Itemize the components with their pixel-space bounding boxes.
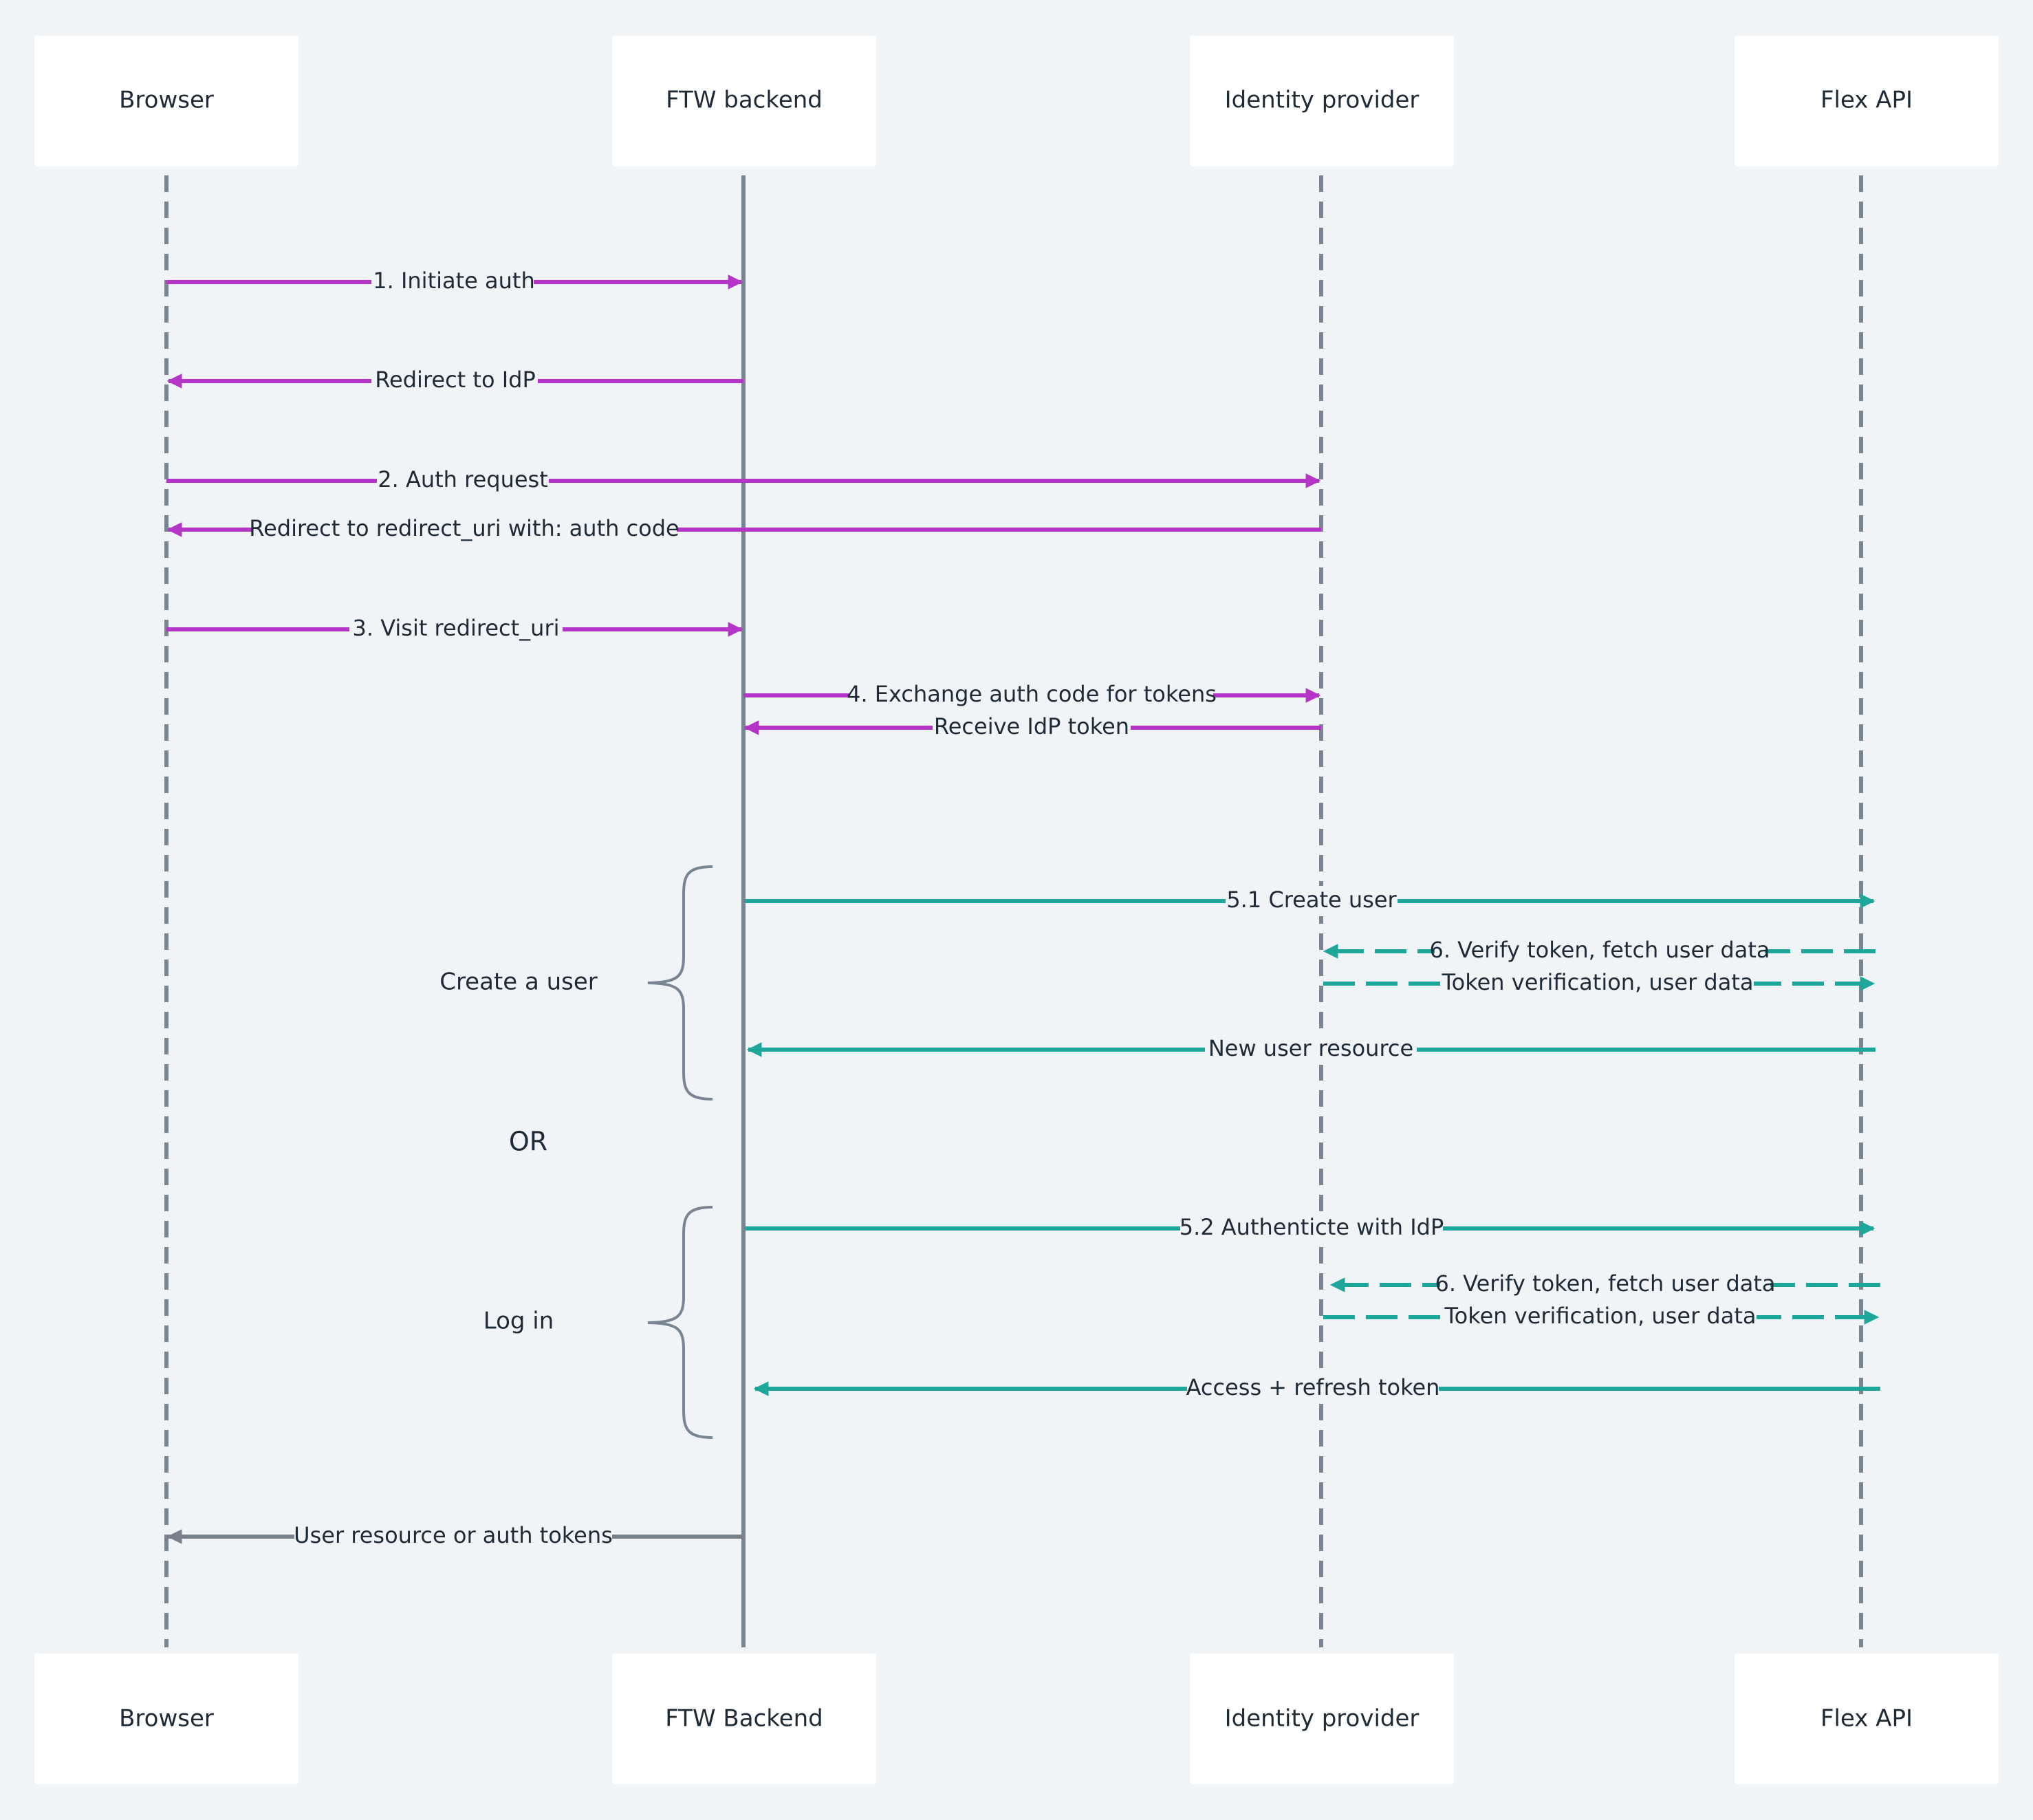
message-label: 5.1 Create user — [1226, 887, 1397, 913]
actor-label: Flex API — [1820, 1705, 1913, 1733]
message-token-verification-2: Token verification, user data — [1323, 1302, 1880, 1332]
actor-label: Browser — [119, 87, 214, 114]
actor-label: Flex API — [1820, 87, 1913, 114]
message-label: New user resource — [1208, 1035, 1413, 1061]
message-redirect-to-idp: Redirect to IdP — [166, 366, 743, 396]
actor-browser-top: Browser — [34, 36, 298, 166]
message-label: Token verification, user data — [1444, 1303, 1757, 1329]
message-label: 3. Visit redirect_uri — [352, 615, 559, 641]
actor-flex-api-top: Flex API — [1735, 36, 1999, 166]
actor-ftw-backend-bottom: FTW Backend — [612, 1654, 876, 1784]
actor-identity-provider-bottom: Identity provider — [1190, 1654, 1454, 1784]
message-verify-token-1: 6. Verify token, fetch user data — [1323, 936, 1876, 966]
actor-browser-bottom: Browser — [34, 1654, 298, 1784]
brace-create-user — [647, 865, 713, 1101]
message-label: 5.2 Authenticte with IdP — [1179, 1214, 1444, 1240]
message-label: 1. Initiate auth — [373, 268, 534, 294]
group-label-log-in: Log in — [483, 1308, 554, 1335]
actor-label: Identity provider — [1225, 87, 1420, 114]
message-label: 2. Auth request — [378, 466, 548, 492]
message-receive-idp-token: Receive IdP token — [743, 713, 1321, 743]
message-auth-request: 2. Auth request — [166, 466, 1321, 496]
actor-label: FTW Backend — [665, 1705, 823, 1733]
message-user-resource-or-tokens: User resource or auth tokens — [166, 1521, 743, 1552]
or-separator: OR — [509, 1127, 547, 1157]
message-label: User resource or auth tokens — [294, 1522, 613, 1548]
message-label: 6. Verify token, fetch user data — [1435, 1270, 1775, 1297]
group-label-create-user: Create a user — [439, 968, 598, 996]
message-label: Token verification, user data — [1442, 969, 1754, 995]
message-initiate-auth: 1. Initiate auth — [166, 267, 743, 297]
message-token-verification-1: Token verification, user data — [1323, 968, 1876, 999]
message-exchange-auth-code: 4. Exchange auth code for tokens — [743, 680, 1321, 711]
message-label: Redirect to redirect_uri with: auth code — [249, 515, 679, 541]
message-verify-token-2: 6. Verify token, fetch user data — [1329, 1270, 1880, 1300]
actor-label: FTW backend — [666, 87, 823, 114]
message-redirect-to-redirect-uri: Redirect to redirect_uri with: auth code — [166, 514, 1321, 545]
message-create-user: 5.1 Create user — [746, 886, 1876, 916]
actor-ftw-backend-top: FTW backend — [612, 36, 876, 166]
brace-log-in — [647, 1206, 713, 1439]
actor-identity-provider-top: Identity provider — [1190, 36, 1454, 166]
actor-flex-api-bottom: Flex API — [1735, 1654, 1999, 1784]
message-label: 4. Exchange auth code for tokens — [847, 681, 1217, 707]
actor-label: Browser — [119, 1705, 214, 1733]
message-label: Redirect to IdP — [375, 367, 535, 393]
message-label: Receive IdP token — [934, 713, 1129, 739]
message-label: Access + refresh token — [1186, 1374, 1440, 1400]
actor-label: Identity provider — [1225, 1705, 1420, 1733]
message-visit-redirect-uri: 3. Visit redirect_uri — [166, 614, 743, 644]
message-new-user-resource: New user resource — [746, 1034, 1876, 1065]
message-label: 6. Verify token, fetch user data — [1429, 937, 1770, 963]
message-authenticate-with-idp: 5.2 Authenticte with IdP — [746, 1213, 1876, 1244]
message-access-refresh-token: Access + refresh token — [753, 1374, 1880, 1404]
